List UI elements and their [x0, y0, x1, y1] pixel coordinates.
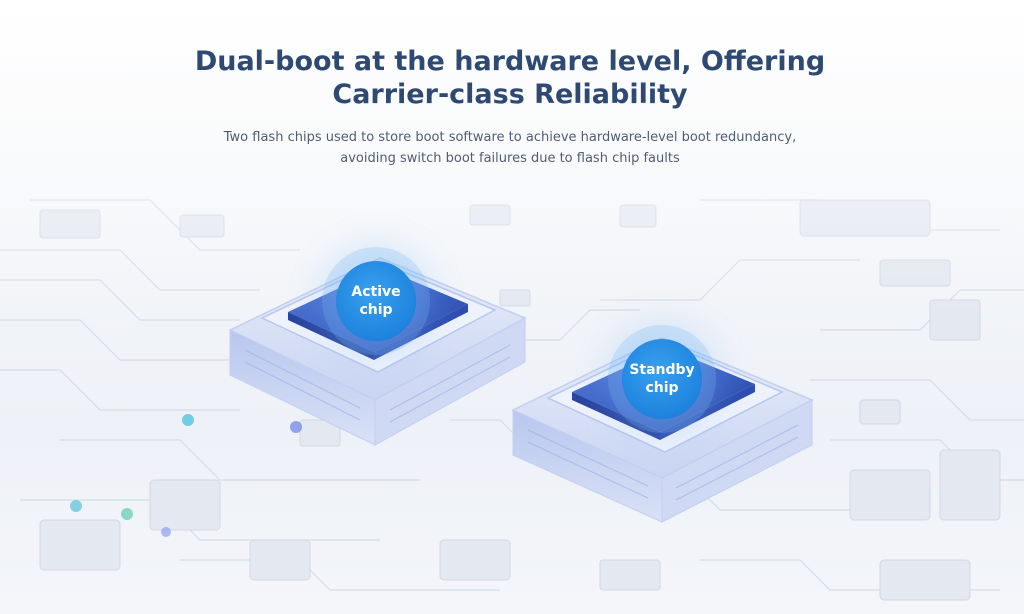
- glow-dot: [161, 527, 171, 537]
- page-title: Dual-boot at the hardware level, Offerin…: [194, 46, 826, 110]
- standby-chip-badge: Standby chip: [622, 339, 702, 419]
- glow-dot: [70, 500, 82, 512]
- page-subtitle: Two flash chips used to store boot softw…: [223, 130, 797, 166]
- active-chip-badge: Active chip: [336, 261, 416, 341]
- glow-dot: [182, 414, 194, 426]
- glow-dot: [121, 508, 133, 520]
- glow-dot: [290, 421, 302, 433]
